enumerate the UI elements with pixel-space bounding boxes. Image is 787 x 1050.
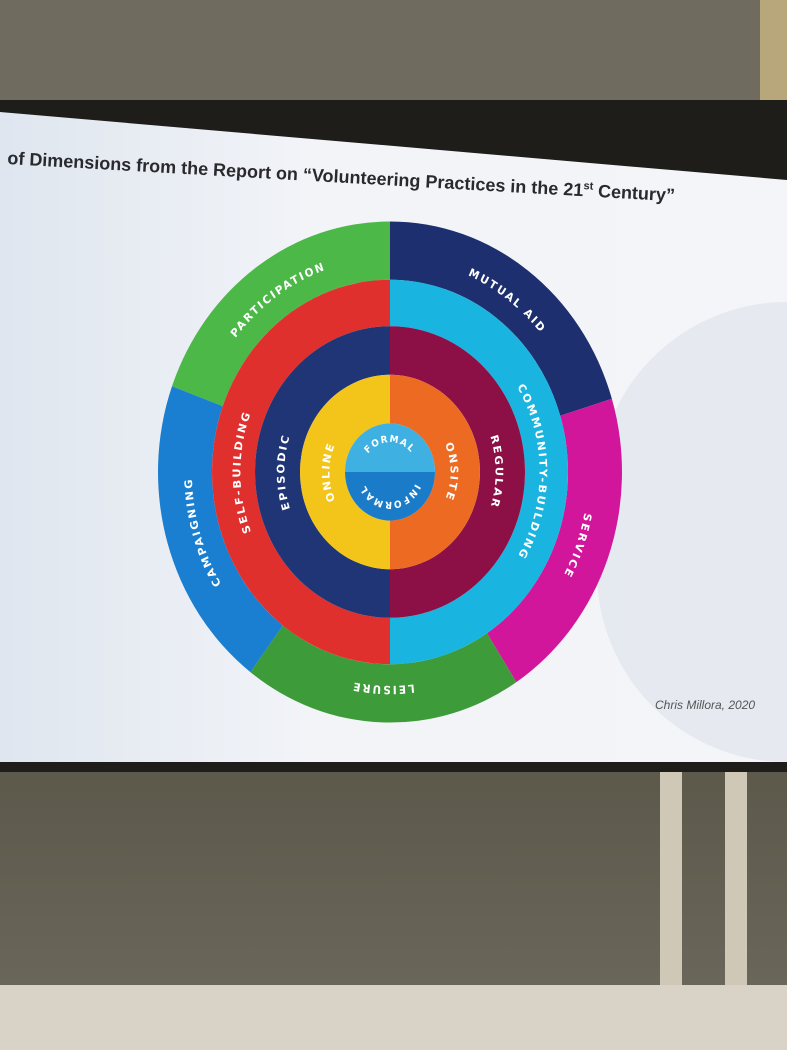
segment-leisure	[250, 625, 517, 723]
stand-post	[725, 772, 747, 987]
label-regular: REGULAR	[488, 433, 506, 510]
segment-participation	[171, 221, 390, 407]
segment-formal	[345, 423, 435, 472]
stand-post	[660, 772, 682, 987]
segment-self-building	[211, 279, 390, 665]
segment-informal	[345, 472, 435, 521]
label-leisure: LEISURE	[351, 679, 416, 696]
segment-service	[486, 398, 622, 683]
segment-community-building	[390, 279, 568, 665]
segment-mutual-aid	[390, 221, 612, 416]
credit: Chris Millora, 2020	[655, 698, 756, 712]
segment-regular	[390, 326, 525, 618]
segment-episodic	[254, 326, 390, 618]
segment-campaigning	[158, 386, 283, 673]
label-online: ONLINE	[320, 440, 338, 504]
label-onsite: ONSITE	[442, 440, 460, 503]
shelf	[0, 985, 787, 1050]
label-episodic: EPISODIC	[275, 432, 293, 512]
